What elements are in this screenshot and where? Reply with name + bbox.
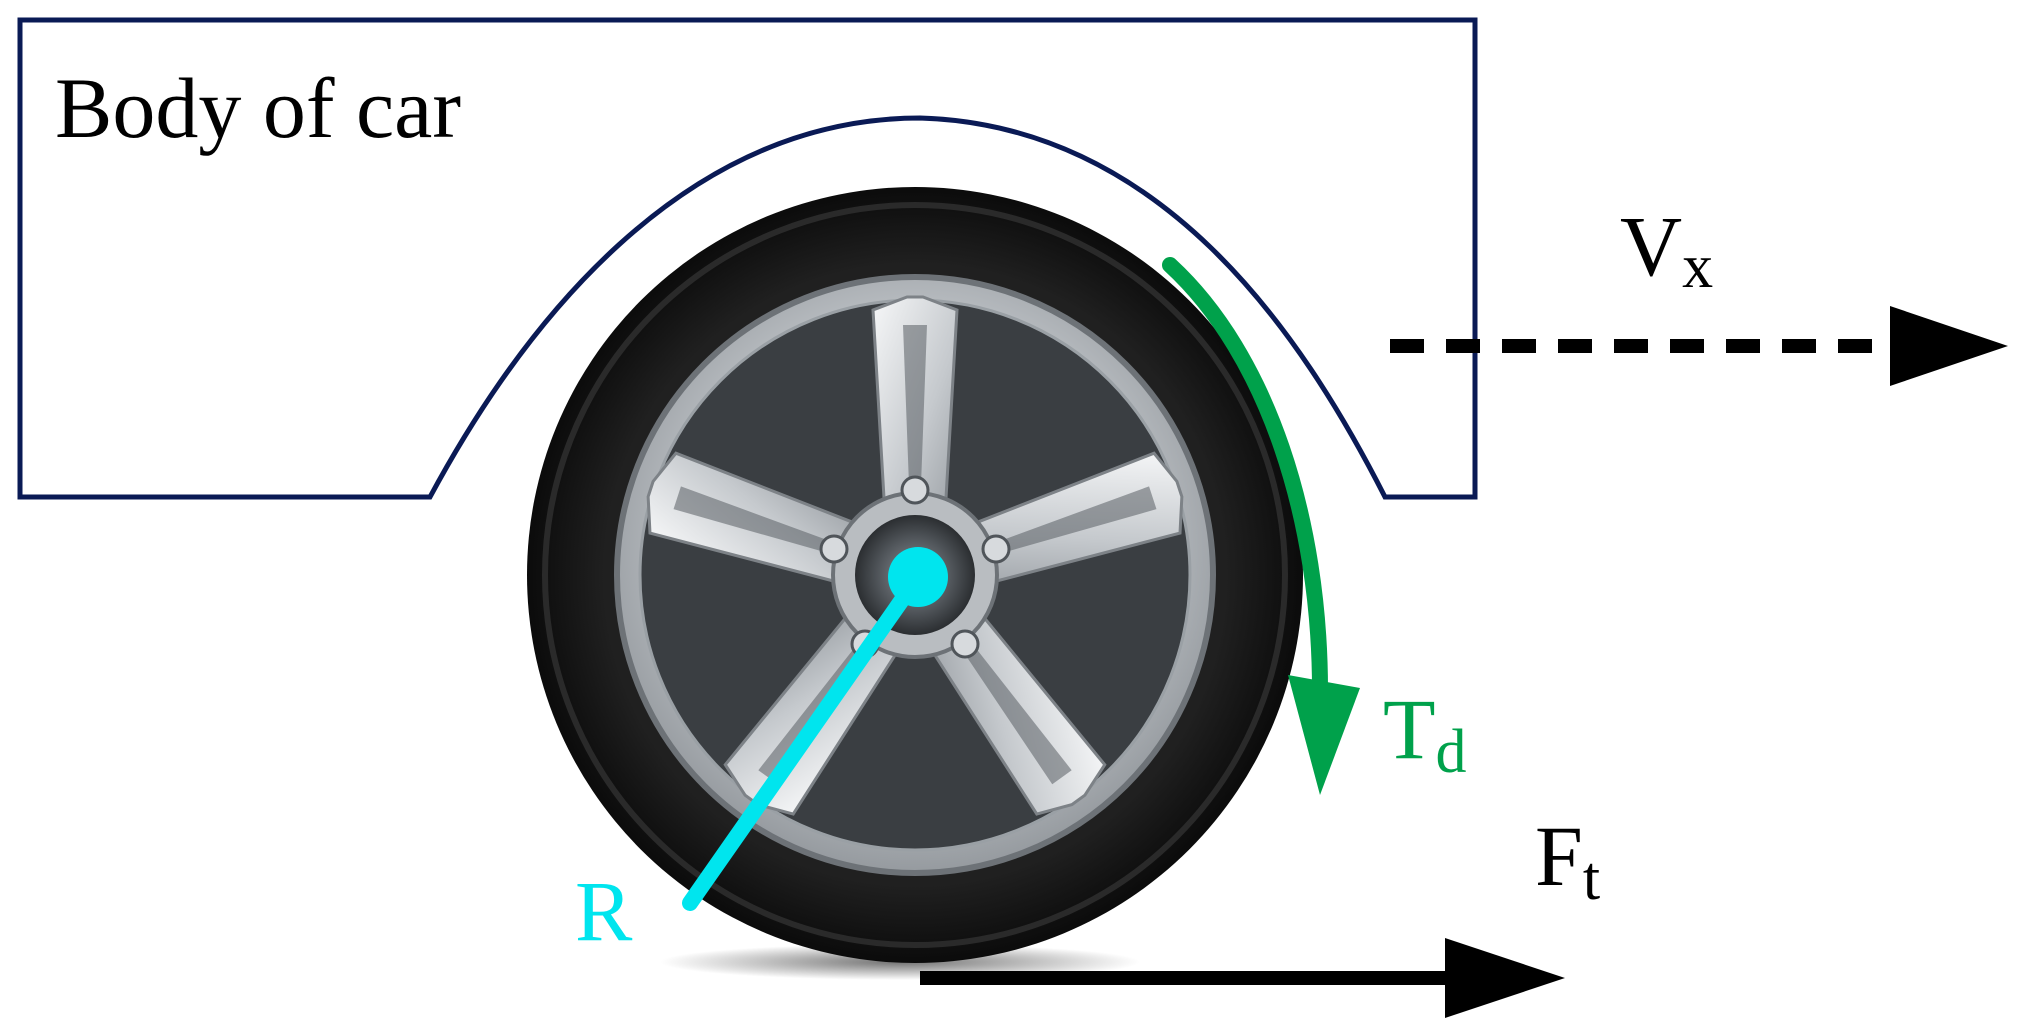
vx-subscript: x bbox=[1682, 233, 1713, 301]
td-main: T bbox=[1383, 681, 1436, 777]
vx-main: V bbox=[1620, 198, 1682, 294]
ft-subscript: t bbox=[1583, 845, 1600, 913]
wheel-spokes bbox=[636, 295, 1194, 827]
torque-arrowhead bbox=[1288, 675, 1360, 795]
velocity-arrowhead bbox=[1890, 306, 2008, 386]
body-of-car-label: Body of car bbox=[55, 60, 461, 156]
td-subscript: d bbox=[1436, 718, 1467, 786]
wheel bbox=[527, 187, 1303, 963]
ft-label: Ft bbox=[1535, 808, 1600, 913]
vx-label: Vx bbox=[1620, 198, 1713, 301]
torque-arc bbox=[1162, 257, 1328, 698]
td-label: Td bbox=[1383, 681, 1467, 786]
force-arrowhead bbox=[1445, 938, 1565, 1018]
wheel-center-dot bbox=[888, 547, 948, 607]
radius-label: R bbox=[575, 863, 633, 959]
ft-main: F bbox=[1535, 808, 1583, 904]
car-body-outline bbox=[17, 17, 1478, 500]
radius-line bbox=[682, 569, 926, 911]
